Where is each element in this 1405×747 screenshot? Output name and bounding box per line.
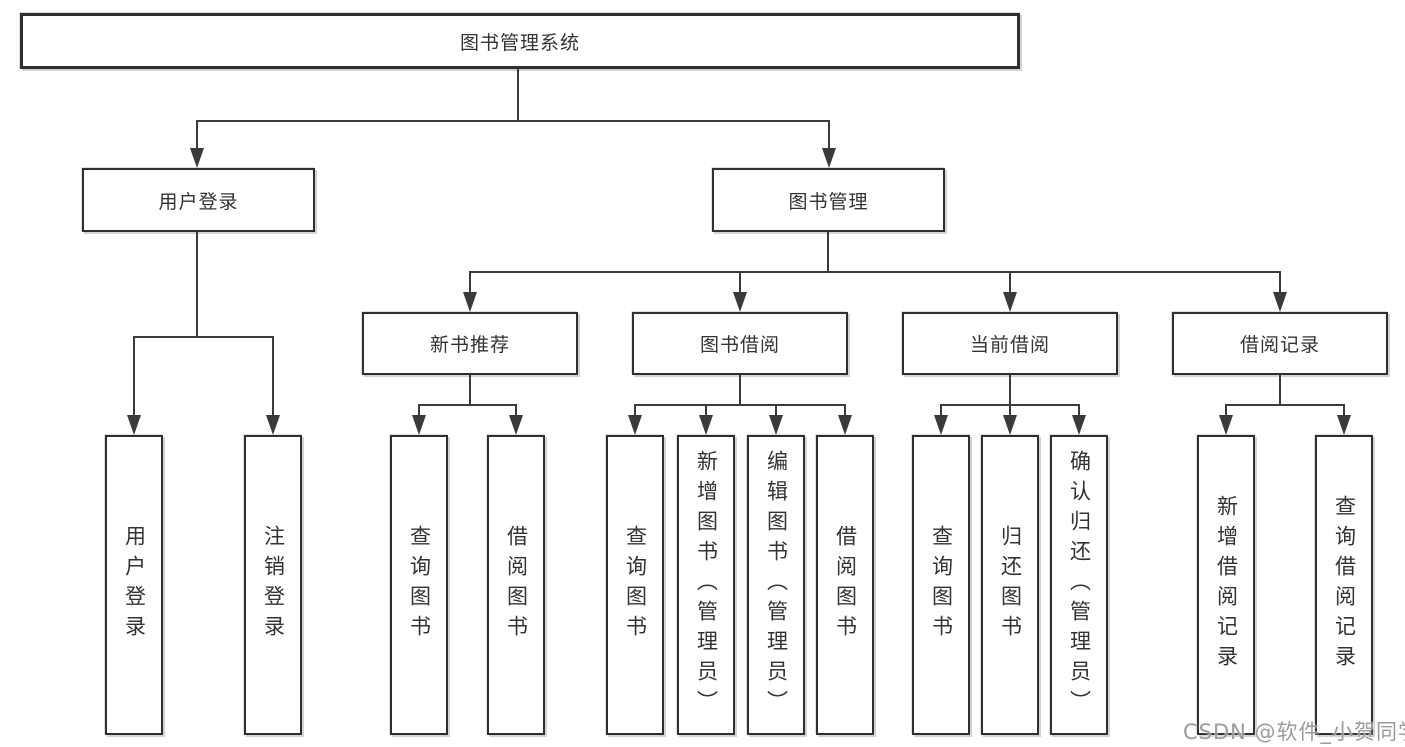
- connector-arrow-line: [775, 404, 777, 418]
- leaf-query-books-current: 查询图书: [912, 435, 970, 735]
- leaf-query-books-borrowing: 查询图书: [606, 435, 664, 735]
- node-label: 注销登录: [261, 525, 286, 645]
- node-label: 查询借阅记录: [1332, 495, 1357, 675]
- node-current-borrowing: 当前借阅: [902, 312, 1118, 375]
- leaf-add-books-admin: 新增图书（管理员）: [677, 435, 735, 735]
- connector-arrow-line: [1343, 404, 1345, 418]
- node-label: 查询图书: [929, 525, 954, 645]
- node-label: 新书推荐: [429, 334, 510, 356]
- leaf-edit-books-admin: 编辑图书（管理员）: [747, 435, 805, 735]
- leaf-query-books-recommend: 查询图书: [390, 435, 448, 735]
- node-label: 用户登录: [158, 190, 239, 213]
- arrow-down-icon: [934, 415, 948, 435]
- connector-arrow-line: [940, 404, 942, 418]
- connector-stem: [469, 375, 471, 406]
- node-label: 查询图书: [623, 525, 648, 645]
- connector-arrow-line: [469, 271, 471, 294]
- arrow-down-icon: [1219, 415, 1233, 435]
- node-label: 用户登录: [122, 525, 147, 645]
- connector-root-bar: [196, 120, 830, 122]
- arrow-down-icon: [1273, 292, 1287, 312]
- arrow-down-icon: [1003, 292, 1017, 312]
- node-book-management: 图书管理: [712, 168, 945, 232]
- connector-arrow-line: [844, 404, 846, 418]
- node-label: 新增借阅记录: [1214, 495, 1239, 675]
- node-label: 编辑图书（管理员）: [764, 450, 789, 720]
- arrow-down-icon: [127, 415, 141, 435]
- connector-stem: [739, 375, 741, 406]
- connector-arrow-line: [705, 404, 707, 418]
- node-label: 新增图书（管理员）: [694, 450, 719, 720]
- watermark: CSDN @软件_小贺同学: [1183, 720, 1405, 744]
- connector-arrow-line: [1009, 271, 1011, 294]
- connector-user-login-bar: [133, 336, 274, 338]
- connector-book-mgmt-stem: [827, 232, 829, 273]
- arrow-down-icon: [266, 415, 280, 435]
- leaf-borrow-books: 借阅图书: [816, 435, 874, 735]
- connector-arrow-line: [1279, 271, 1281, 294]
- leaf-return-books: 归还图书: [981, 435, 1039, 735]
- leaf-confirm-return-admin: 确认归还（管理员）: [1050, 435, 1108, 735]
- node-label: 归还图书: [998, 525, 1023, 645]
- connector-arrow-line: [634, 404, 636, 418]
- connector-arrow-line: [196, 120, 198, 150]
- node-borrow-records: 借阅记录: [1172, 312, 1388, 375]
- leaf-borrow-books-recommend: 借阅图书: [487, 435, 545, 735]
- connector-arrow-line: [1078, 404, 1080, 418]
- arrow-down-icon: [822, 148, 836, 168]
- arrow-down-icon: [1337, 415, 1351, 435]
- arrow-down-icon: [190, 148, 204, 168]
- connector-arrow-line: [515, 404, 517, 418]
- node-label: 当前借阅: [969, 334, 1050, 356]
- connector-arrow-line: [1009, 404, 1011, 418]
- arrow-down-icon: [509, 415, 523, 435]
- connector-arrow-line: [133, 336, 135, 418]
- node-label: 确认归还（管理员）: [1067, 450, 1092, 720]
- connector-arrow-line: [418, 404, 420, 418]
- node-label: 图书管理系统: [459, 31, 580, 54]
- connector-bar: [1225, 404, 1345, 406]
- arrow-down-icon: [463, 292, 477, 312]
- node-label: 图书管理: [788, 190, 869, 213]
- connector-book-mgmt-bar: [469, 271, 1281, 273]
- arrow-down-icon: [628, 415, 642, 435]
- connector-arrow-line: [272, 336, 274, 418]
- connector-bar: [418, 404, 517, 406]
- arrow-down-icon: [733, 292, 747, 312]
- leaf-logout: 注销登录: [244, 435, 302, 735]
- arrow-down-icon: [838, 415, 852, 435]
- leaf-query-borrow-record: 查询借阅记录: [1315, 435, 1373, 735]
- connector-root-stem: [517, 69, 519, 122]
- arrow-down-icon: [769, 415, 783, 435]
- arrow-down-icon: [1003, 415, 1017, 435]
- node-label: 查询图书: [407, 525, 432, 645]
- connector-user-login-stem: [196, 232, 198, 338]
- leaf-user-login: 用户登录: [105, 435, 163, 735]
- connector-arrow-line: [828, 120, 830, 150]
- arrow-down-icon: [412, 415, 426, 435]
- arrow-down-icon: [699, 415, 713, 435]
- node-label: 图书借阅: [699, 334, 780, 356]
- connector-stem: [1279, 375, 1281, 406]
- connector-arrow-line: [1225, 404, 1227, 418]
- leaf-add-borrow-record: 新增借阅记录: [1197, 435, 1255, 735]
- connector-stem: [1009, 375, 1011, 406]
- connector-bar: [634, 404, 846, 406]
- node-book-borrowing: 图书借阅: [632, 312, 848, 375]
- node-library-management-system: 图书管理系统: [20, 13, 1020, 69]
- node-new-book-recommend: 新书推荐: [362, 312, 578, 375]
- node-label: 借阅图书: [833, 525, 858, 645]
- arrow-down-icon: [1072, 415, 1086, 435]
- node-label: 借阅图书: [504, 525, 529, 645]
- node-user-login: 用户登录: [82, 168, 315, 232]
- connector-arrow-line: [739, 271, 741, 294]
- node-label: 借阅记录: [1239, 334, 1320, 356]
